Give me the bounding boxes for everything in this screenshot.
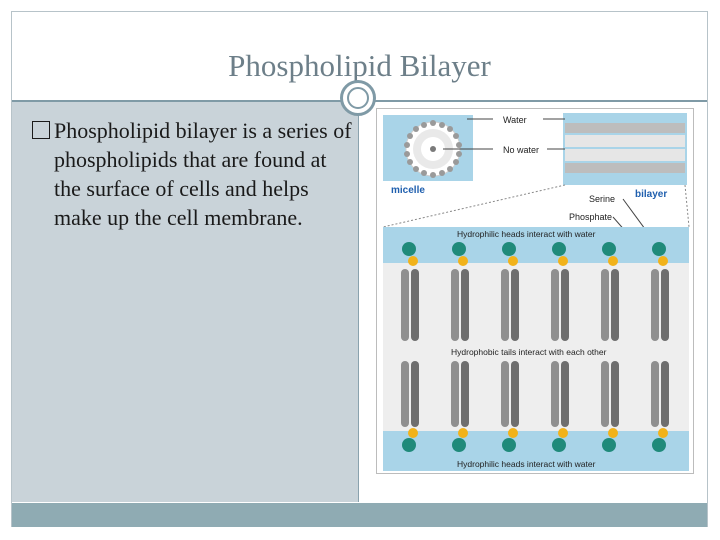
phospholipid-molecules [401, 242, 669, 452]
label-bilayer: bilayer [635, 189, 667, 200]
molecule-top-3 [501, 242, 519, 341]
molecule-top-5 [601, 242, 619, 341]
zoom-line-right [684, 184, 690, 228]
molecule-bottom-1 [401, 361, 419, 452]
water-band-bottom [383, 431, 689, 471]
label-water: Water [503, 115, 527, 125]
bilayer-swatch [565, 123, 685, 173]
footer-bar [12, 503, 707, 527]
bullet-text: Phospholipid bilayer is a series of phos… [54, 118, 352, 230]
water-band-top [383, 227, 689, 263]
phospholipid-diagram: micelle bilayer Water No water Serine Ph… [382, 113, 690, 471]
molecule-top-4 [551, 242, 569, 341]
phospholipid-figure: micelle bilayer Water No water Serine Ph… [376, 108, 694, 474]
label-serine: Serine [589, 194, 615, 204]
molecule-bottom-4 [551, 361, 569, 452]
zoom-line-left [382, 184, 566, 228]
molecule-top-1 [401, 242, 419, 341]
column-divider [358, 102, 359, 502]
micelle-image [404, 120, 462, 178]
label-heads-bottom: Hydrophilic heads interact with water [457, 459, 596, 469]
label-tails: Hydrophobic tails interact with each oth… [451, 347, 607, 357]
slide-title: Phospholipid Bilayer [228, 48, 491, 83]
molecule-top-6 [651, 242, 669, 341]
molecule-bottom-3 [501, 361, 519, 452]
label-phosphate: Phosphate [569, 212, 612, 222]
label-heads-top: Hydrophilic heads interact with water [457, 229, 596, 239]
label-micelle: micelle [391, 185, 425, 196]
label-no-water: No water [503, 145, 539, 155]
molecule-bottom-6 [651, 361, 669, 452]
divider-circle-ornament [340, 80, 376, 116]
divider-circle-inner [347, 87, 369, 109]
bullet-item: Phospholipid bilayer is a series of phos… [32, 116, 352, 232]
molecule-bottom-2 [451, 361, 469, 452]
left-content-panel [12, 102, 358, 502]
tail-region [383, 263, 689, 431]
molecule-bottom-5 [601, 361, 619, 452]
molecule-top-2 [451, 242, 469, 341]
bullet-marker-icon [32, 121, 50, 139]
